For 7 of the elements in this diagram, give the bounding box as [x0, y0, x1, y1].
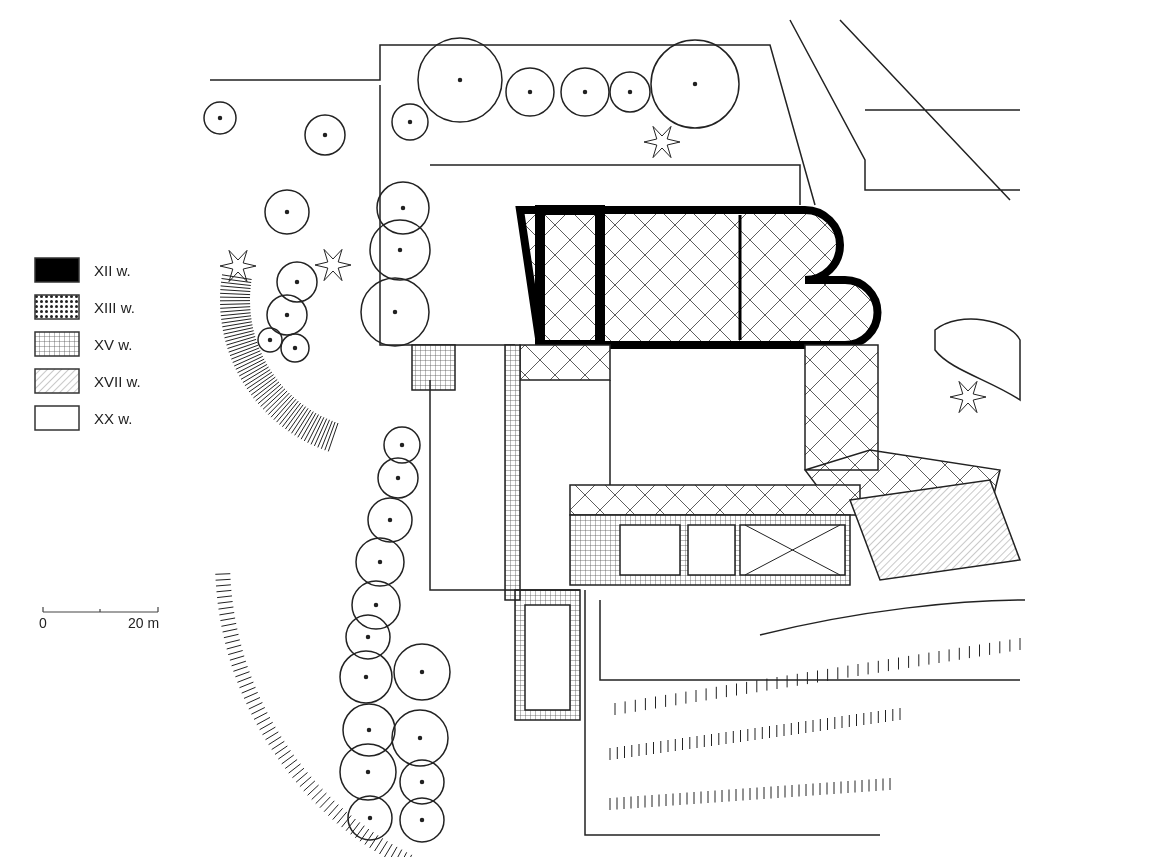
- legend-label: XV w.: [94, 335, 133, 353]
- legend-label: XIII w.: [94, 298, 135, 316]
- scale-label: 20 m: [128, 615, 160, 631]
- legend-label: XVII w.: [94, 372, 141, 390]
- legend-label: XX w.: [94, 409, 133, 427]
- legend-label: XII w.: [94, 261, 131, 279]
- scale-label: 0: [39, 615, 47, 631]
